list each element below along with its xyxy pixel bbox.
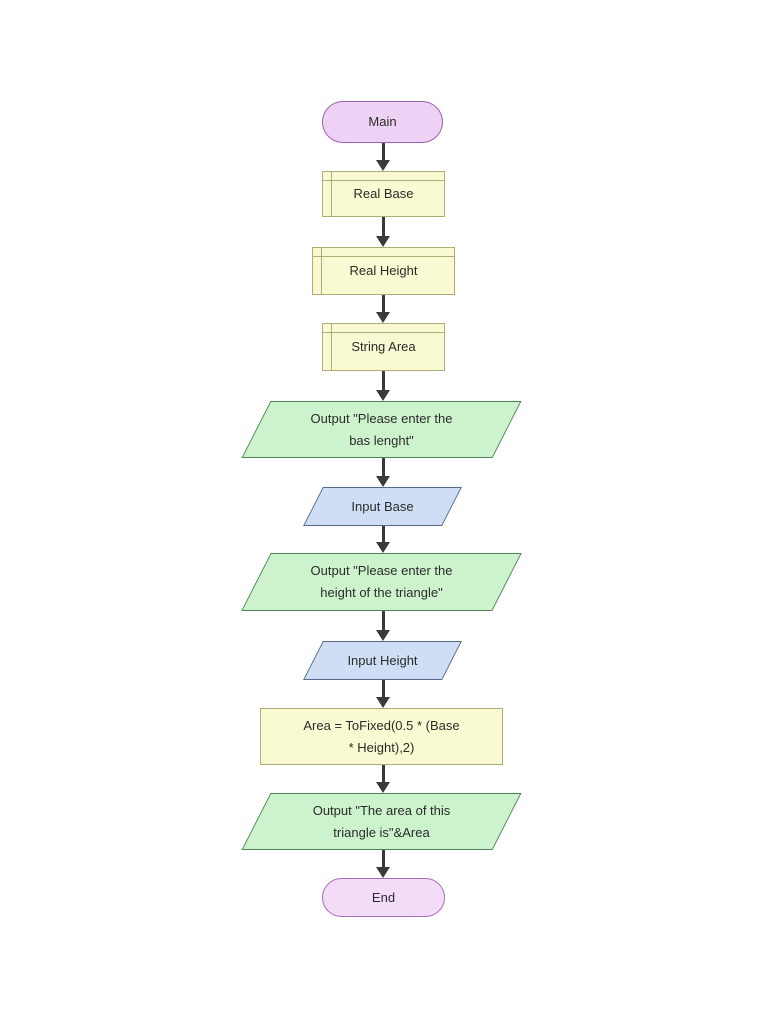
node-label-end: End	[371, 889, 396, 905]
node-label-declare-base: Real Base	[353, 186, 414, 201]
flow-arrow	[381, 850, 385, 867]
node-label-input-base: Input Base	[351, 498, 414, 514]
declaration-inner-line-vertical	[331, 324, 332, 370]
declaration-inner-line-vertical	[321, 248, 322, 294]
node-label-declare-height: Real Height	[349, 263, 418, 278]
flowchart-node-input-base: Input Base	[302, 487, 463, 526]
declaration-inner-line-horizontal	[323, 180, 444, 181]
node-label-main: Main	[368, 114, 397, 129]
declaration-inner-line-vertical	[331, 172, 332, 216]
node-label-output-result: Output "The area of this triangle is"&Ar…	[312, 802, 451, 840]
flowchart-node-output-result: Output "The area of this triangle is"&Ar…	[240, 793, 523, 850]
flow-arrow	[381, 295, 385, 312]
node-label-output-height-prompt: Output "Please enter the height of the t…	[310, 563, 453, 600]
flow-arrow	[381, 371, 385, 390]
flow-arrow	[381, 765, 385, 782]
node-label-input-height: Input Height	[347, 652, 418, 668]
flow-arrow	[381, 217, 385, 236]
flowchart-node-end: End	[322, 878, 445, 917]
flowchart-node-main: Main	[322, 101, 443, 143]
node-label-process-area: Area = ToFixed(0.5 * (Base * Height),2)	[303, 717, 460, 755]
flowchart-node-output-base-prompt: Output "Please enter the bas lenght"	[240, 401, 523, 458]
flowchart-node-input-height: Input Height	[302, 641, 463, 680]
node-label-declare-area: String Area	[351, 339, 416, 354]
declaration-inner-line-horizontal	[323, 332, 444, 333]
flowchart-node-declare-base: Real Base	[322, 171, 445, 217]
flowchart-node-declare-area: String Area	[322, 323, 445, 371]
flowchart-node-output-height-prompt: Output "Please enter the height of the t…	[240, 553, 523, 611]
node-label-output-base-prompt: Output "Please enter the bas lenght"	[310, 410, 453, 448]
flow-arrow	[381, 526, 385, 542]
flow-arrow	[381, 680, 385, 697]
declaration-inner-line-horizontal	[313, 256, 454, 257]
flowchart-node-declare-height: Real Height	[312, 247, 455, 295]
flow-arrow	[381, 611, 385, 630]
flow-arrow	[381, 458, 385, 476]
flow-arrow	[381, 143, 385, 160]
flowchart-node-process-area: Area = ToFixed(0.5 * (Base * Height),2)	[260, 708, 503, 765]
